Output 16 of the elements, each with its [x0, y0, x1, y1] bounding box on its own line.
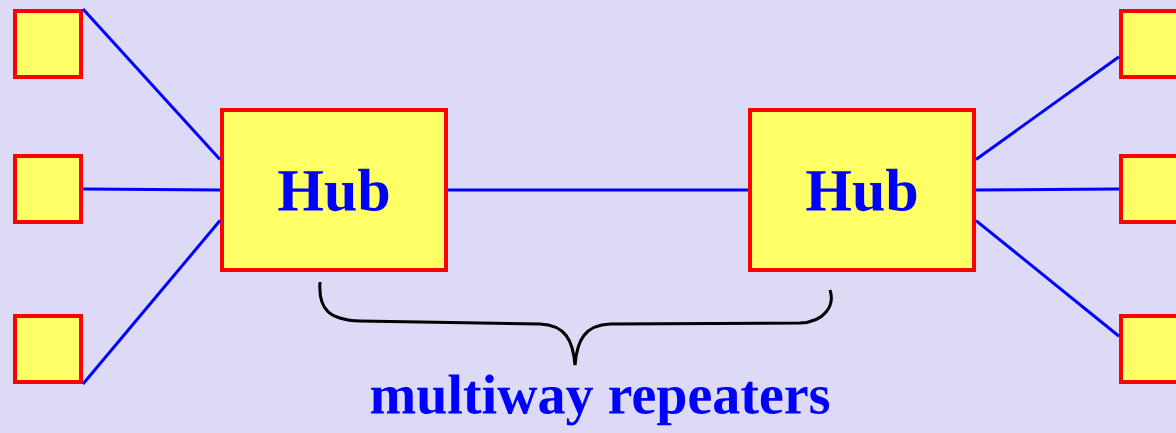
device-box [1119, 314, 1176, 384]
device-box [1119, 154, 1176, 224]
device-box [13, 9, 83, 79]
device-box [13, 314, 83, 384]
connector-line [81, 219, 222, 385]
connector-line [83, 187, 220, 192]
hub-box: Hub [748, 108, 976, 272]
hub-box: Hub [220, 108, 448, 272]
connector-line [975, 55, 1120, 161]
connector-line [81, 8, 222, 161]
connector-line [976, 187, 1120, 192]
connector-line [975, 219, 1120, 338]
device-box [13, 154, 83, 224]
connector-line [448, 188, 748, 192]
device-box [1119, 9, 1176, 79]
brace-label: multiway repeaters [371, 374, 830, 426]
